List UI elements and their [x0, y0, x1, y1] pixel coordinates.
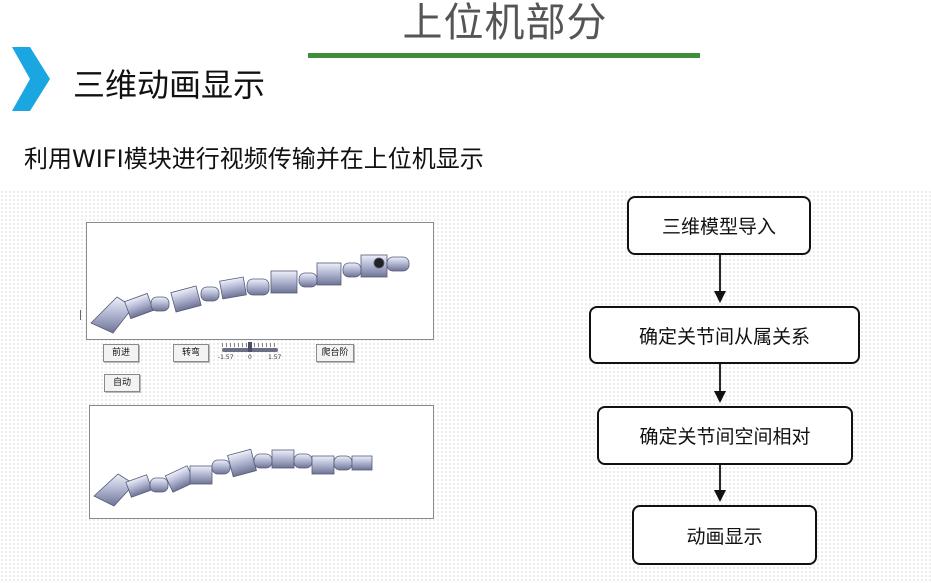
chevron-icon [12, 47, 50, 111]
flow-step-4: 动画显示 [632, 505, 817, 565]
page-title: 上位机部分 [402, 0, 608, 46]
text-cursor [80, 310, 81, 320]
slider-thumb[interactable] [248, 342, 252, 352]
flow-step-2: 确定关节间从属关系 [589, 306, 860, 364]
snake-robot-model-top [90, 254, 410, 334]
turn-button[interactable]: 转弯 [173, 344, 209, 362]
arrow-down-icon [714, 362, 726, 403]
flow-step-3: 确定关节间空间相对 [597, 406, 853, 465]
slider-min-label: -1.57 [218, 354, 234, 361]
angle-slider[interactable]: -1.57 0 1.57 [218, 340, 282, 364]
subtitle: 利用WIFI模块进行视频传输并在上位机显示 [24, 145, 484, 173]
forward-button[interactable]: 前进 [103, 344, 139, 362]
arrow-down-icon [714, 253, 726, 303]
arrow-down-icon [714, 463, 726, 502]
flow-step-1: 三维模型导入 [627, 196, 811, 255]
slider-mid-label: 0 [248, 354, 252, 361]
auto-button[interactable]: 自动 [104, 374, 140, 392]
title-underline [308, 53, 700, 58]
snake-robot-model-bottom [93, 448, 373, 507]
slider-max-label: 1.57 [268, 354, 282, 361]
3d-view-bottom[interactable] [89, 405, 434, 519]
3d-view-top[interactable] [86, 222, 434, 340]
climb-stairs-button[interactable]: 爬台阶 [316, 344, 354, 362]
section-title: 三维动画显示 [73, 66, 266, 104]
